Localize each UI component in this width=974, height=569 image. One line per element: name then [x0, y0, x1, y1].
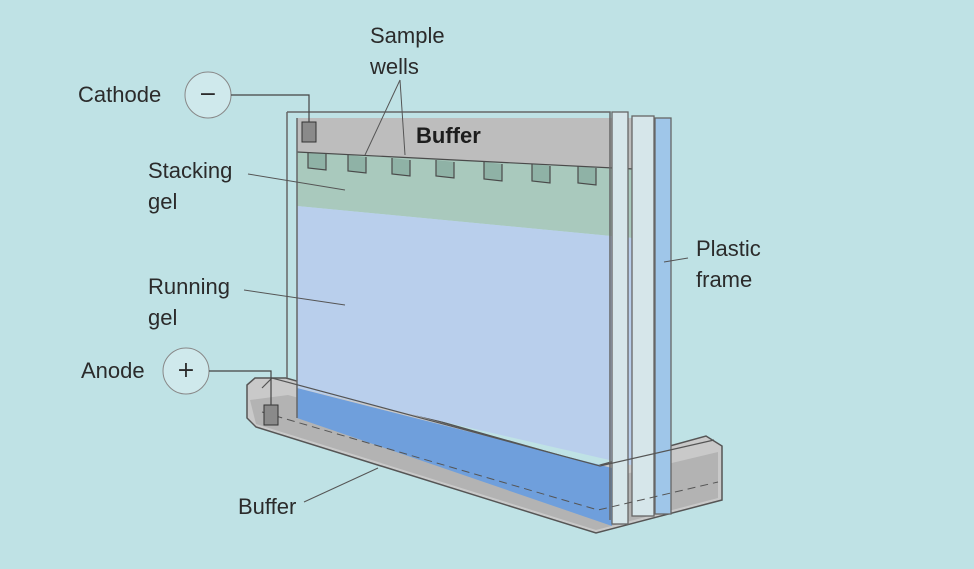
- stacking-gel-label-line2: gel: [148, 189, 178, 214]
- running-gel-region: [297, 206, 653, 470]
- stacking-gel-region: [297, 152, 653, 240]
- anode-plus-sign: +: [176, 358, 196, 383]
- anode-wire: [209, 370, 272, 405]
- stacking-gel-label-line1: Stacking: [148, 158, 233, 183]
- tank-dashed-floor: [261, 411, 719, 511]
- anode-electrode: [263, 404, 279, 426]
- anode-label: Anode: [81, 358, 145, 383]
- stacking-gel-top-edge: [296, 151, 654, 171]
- running-gel-bottom-band: [297, 388, 612, 526]
- tank-rim: [261, 377, 715, 467]
- running-gel-label-line1: Running: [148, 274, 230, 299]
- plastic-frame-label-line2: frame: [696, 267, 753, 292]
- cathode-minus-sign: −: [198, 82, 218, 107]
- cathode-electrode: [301, 121, 317, 143]
- cathode-label: Cathode: [78, 82, 162, 107]
- leader-lines: [243, 79, 689, 503]
- plastic-frame-label-line1: Plastic: [696, 236, 761, 261]
- sample-wells-label-line2: wells: [370, 54, 419, 79]
- front-glass-plate: [287, 111, 611, 520]
- sample-well-notches: [307, 152, 597, 186]
- buffer-top-label: Buffer: [416, 123, 481, 148]
- cathode-wire: [231, 94, 310, 122]
- sample-wells-label-line1: Sample: [370, 23, 445, 48]
- plastic-frame-outer: [654, 117, 672, 515]
- buffer-bottom-label: Buffer: [238, 494, 297, 519]
- running-gel-label-line2: gel: [148, 305, 178, 330]
- plastic-frame-left-strip: [611, 111, 629, 525]
- top-buffer-region: [297, 118, 653, 170]
- plastic-frame-right-strip: [631, 115, 655, 517]
